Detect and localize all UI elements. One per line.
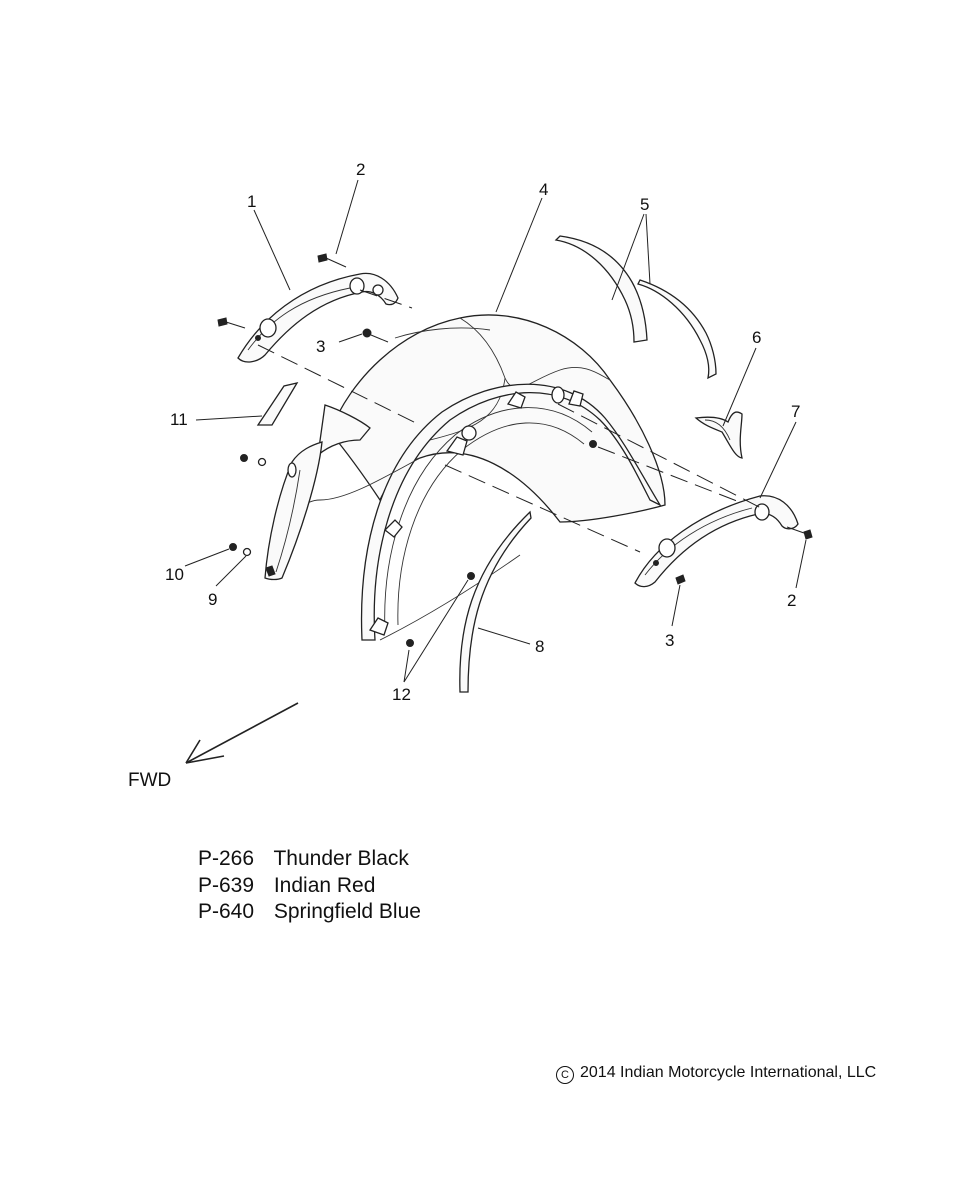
paint-code-row: P-640 Springfield Blue [198, 899, 421, 926]
callout-2: 2 [356, 160, 365, 179]
callout-5: 5 [640, 195, 649, 214]
copyright-text: 2014 Indian Motorcycle International, LL… [580, 1064, 877, 1081]
callout-1: 1 [247, 192, 256, 211]
trim-part-6 [694, 411, 743, 459]
callout-3b: 3 [665, 631, 674, 650]
alignment-lines [257, 289, 766, 553]
callout-11: 11 [170, 410, 188, 429]
paint-code: P-639 [198, 873, 255, 897]
paint-name: Indian Red [273, 873, 376, 897]
paint-name: Thunder Black [273, 847, 409, 870]
callout-7: 7 [791, 402, 800, 421]
left-bracket-assembly [256, 382, 371, 581]
fender-strip-part-8 [459, 510, 532, 693]
copyright-icon: C [556, 1066, 574, 1084]
rear-fender-part-4 [281, 314, 666, 641]
paint-code-row: P-639 Indian Red [198, 873, 421, 900]
callout-3: 3 [316, 337, 325, 356]
callout-8: 8 [535, 637, 544, 656]
callout-9: 9 [208, 590, 217, 609]
paint-code: P-640 [198, 900, 255, 923]
forward-arrow: FWD [128, 702, 299, 791]
right-rail-part-7 [634, 495, 799, 588]
copyright-notice: C 2014 Indian Motorcycle International, L… [556, 1064, 876, 1084]
left-rail-part-1 [237, 272, 399, 363]
decal-part-11 [256, 382, 299, 426]
callout-12: 12 [392, 685, 411, 704]
trim-strips-part-5 [554, 235, 717, 380]
leader-lines [184, 179, 807, 683]
paint-code: P-266 [198, 847, 255, 870]
paint-name: Springfield Blue [273, 900, 421, 923]
paint-code-list: P-266 Thunder Black P-639 Indian Red P-6… [198, 846, 421, 926]
callout-4: 4 [539, 180, 548, 199]
hardware [217, 253, 813, 647]
callout-2b: 2 [787, 591, 796, 610]
callout-6: 6 [752, 328, 761, 347]
callout-10: 10 [165, 565, 184, 584]
paint-code-row: P-266 Thunder Black [198, 846, 421, 873]
fwd-label: FWD [128, 770, 171, 791]
callout-numbers: 1 2 3 4 5 6 7 11 10 9 12 8 3 2 [165, 160, 800, 704]
